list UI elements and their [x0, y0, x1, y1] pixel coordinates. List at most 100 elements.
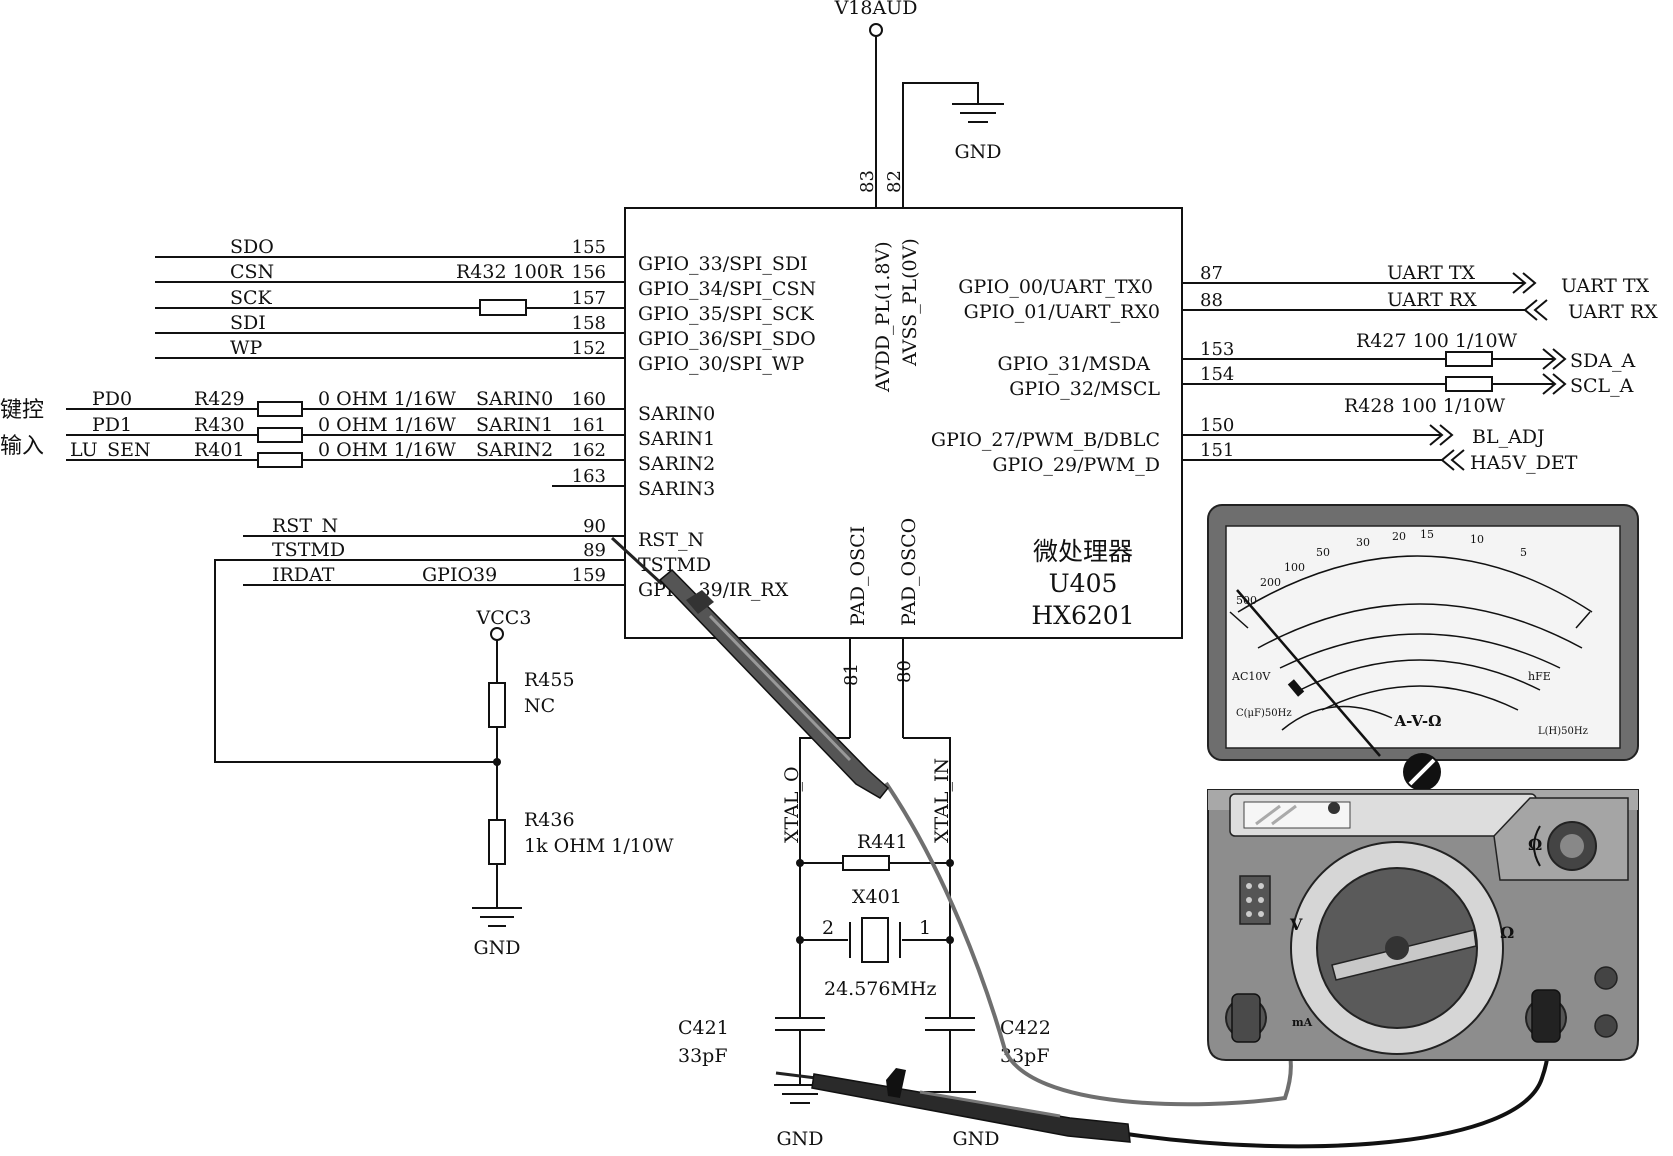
pin-89: 89	[583, 540, 606, 561]
net-pd1: PD1	[92, 414, 132, 436]
xtal-o-label: XTAL_O	[781, 766, 803, 843]
vcc3-label: VCC3	[476, 607, 532, 629]
ic-pin-name-161: SARIN1	[638, 428, 715, 450]
ohm-30: 30	[1356, 536, 1370, 549]
dest-uart-tx: UART TX	[1561, 275, 1650, 297]
dest-ha5v-det: HA5V_DET	[1470, 452, 1578, 474]
ic-pin-name-88: GPIO_01/UART_RX0	[964, 301, 1160, 323]
pin-153: 153	[1200, 339, 1234, 360]
pin-150: 150	[1200, 415, 1234, 436]
net-sck: SCK	[230, 287, 273, 309]
ic-pin-name-150: GPIO_27/PWM_B/DBLC	[931, 429, 1160, 451]
meter-needle	[1236, 589, 1381, 757]
pin-157: 157	[572, 288, 606, 309]
xtal-in-label: XTAL_IN	[931, 758, 953, 843]
gnd-c421-label: GND	[776, 1128, 823, 1150]
multimeter: 500 200 100 50 30 20 15 10 5 AC10V C(μF)…	[1207, 504, 1639, 1061]
net-pd0: PD0	[92, 388, 132, 410]
r430-label: R430	[194, 414, 245, 436]
r428-label: R428 100 1/10W	[1344, 395, 1506, 417]
net-tstmd: TSTMD	[272, 539, 345, 561]
r455-value: NC	[524, 695, 555, 717]
ic-avdd-label: AVDD_PL(1.8V)	[872, 241, 894, 393]
net-sdo: SDO	[230, 236, 274, 258]
meter-scale-label: A-V-Ω	[1394, 712, 1442, 730]
ohm-200: 200	[1260, 576, 1281, 589]
net-csn: CSN	[230, 261, 274, 283]
pin-80: 80	[894, 660, 915, 683]
ohm-5: 5	[1520, 546, 1527, 559]
ic-part: HX6201	[1031, 601, 1134, 630]
dest-scl-a: SCL_A	[1570, 375, 1634, 397]
key-input-label-1: 键控	[0, 398, 44, 423]
ic-pin-name-156: GPIO_34/SPI_CSN	[638, 278, 816, 300]
meter-scale-arcs	[1229, 555, 1593, 731]
ohm-100: 100	[1284, 561, 1305, 574]
pin-160: 160	[572, 389, 606, 410]
pin-159: 159	[572, 565, 606, 586]
dest-bl-adj: BL_ADJ	[1472, 426, 1545, 448]
pin-151: 151	[1200, 440, 1234, 461]
ic-name-cn: 微处理器	[1033, 537, 1133, 566]
r427-label: R427 100 1/10W	[1356, 330, 1518, 352]
ic-avss-label: AVSS_PL(0V)	[899, 238, 921, 367]
power-v18aud: V18AUD	[834, 0, 918, 208]
ic-pin-83: 83	[857, 170, 878, 193]
range-ma-symbol: mA	[1292, 1016, 1313, 1029]
net-uart-rx: UART RX	[1387, 289, 1477, 311]
resistor-r430	[257, 427, 303, 443]
c422-label: C422	[1000, 1017, 1051, 1039]
pin-154: 154	[1200, 364, 1234, 385]
r429-label: R429	[194, 388, 245, 410]
ic-pin-name-90: RST_N	[638, 529, 704, 551]
r432-label: R432 100R	[456, 261, 564, 283]
ic-ref: U405	[1049, 569, 1118, 598]
ohm-adjust-symbol: Ω	[1528, 835, 1542, 854]
power-gnd-top: GND	[902, 82, 1004, 208]
ic-pad-osci-label: PAD_OSCI	[847, 526, 869, 626]
pin-156: 156	[572, 262, 606, 283]
ic-pin-name-160: SARIN0	[638, 403, 715, 425]
ohm-10: 10	[1470, 533, 1484, 546]
v18aud-label: V18AUD	[834, 0, 918, 19]
ic-pin-name-154: GPIO_32/MSCL	[1009, 378, 1160, 400]
resistor-r441	[842, 855, 890, 871]
resistor-r428	[1445, 376, 1493, 392]
ic-pin-name-89: TSTMD	[638, 554, 711, 576]
ic-pin-name-162: SARIN2	[638, 453, 715, 475]
c421-value: 33pF	[678, 1045, 728, 1067]
ohm-50: 50	[1316, 546, 1330, 559]
resistor-r427	[1445, 351, 1493, 367]
net-wp: WP	[230, 337, 263, 359]
pin-155: 155	[572, 237, 606, 258]
spi-bus: SDO CSN SCK SDI WP R432 100R 155 156 157…	[155, 236, 625, 359]
crystal-circuit: 81 80 XTAL_O XTAL_IN R441 X401 2 1 24.57…	[678, 638, 1051, 1150]
resistor-r429	[257, 401, 303, 417]
ic-pin-name-158: GPIO_36/SPI_SDO	[638, 328, 816, 350]
r401-value: 0 OHM 1/16W	[318, 439, 456, 461]
resistor-r432	[479, 299, 527, 316]
r441-label: R441	[857, 831, 908, 853]
pin-161: 161	[572, 415, 606, 436]
pullup-network: VCC3 GND R455 NC R436 1k OHM 1/10W	[472, 607, 674, 959]
ic-pin-82: 82	[884, 170, 905, 193]
gnd-left-label: GND	[473, 937, 520, 959]
x401-pin2: 2	[822, 917, 834, 939]
ic-pin-name-163: SARIN3	[638, 478, 715, 500]
resistor-r455	[488, 682, 506, 728]
aux-jack-1[interactable]	[1594, 966, 1618, 990]
net-rst-n: RST_N	[272, 515, 338, 537]
black-probe	[775, 1068, 1131, 1143]
resistor-r436	[488, 819, 506, 865]
pin-87: 87	[1200, 263, 1223, 284]
red-probe	[610, 536, 890, 799]
gnd-top-label: GND	[954, 141, 1001, 163]
meter-cap-label: C(μF)50Hz	[1236, 708, 1292, 719]
key-input-label-2: 输入	[0, 434, 44, 459]
meter-ac10v: AC10V	[1231, 670, 1271, 683]
r401-label: R401	[194, 439, 245, 461]
meter-l-label: L(H)50Hz	[1538, 726, 1588, 737]
ic-pin-name-152: GPIO_30/SPI_WP	[638, 353, 804, 375]
aux-jack-2[interactable]	[1594, 1014, 1618, 1038]
